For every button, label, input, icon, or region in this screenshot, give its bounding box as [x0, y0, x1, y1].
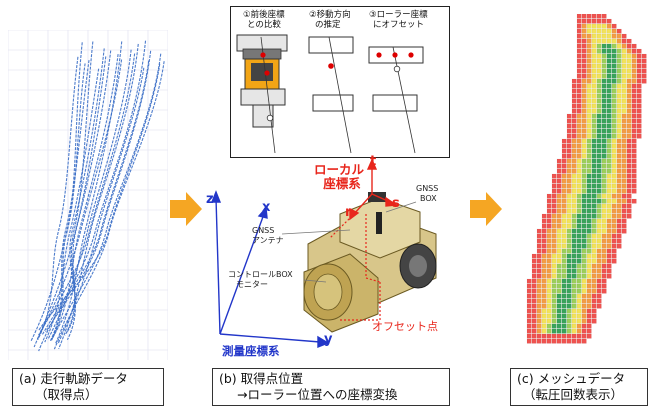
caption-c-line2: （転圧回数表示） [523, 387, 624, 402]
step1-label: ①前後座標 との比較 [243, 10, 285, 30]
caption-c-line1: (c) メッシュデータ [517, 371, 626, 386]
roller-machine-icon [303, 192, 437, 333]
gnss-antenna-label: GNSS アンテナ [252, 226, 284, 245]
survey-axes [210, 190, 330, 349]
axis-t-label: t [370, 154, 377, 169]
offset-guides [329, 214, 381, 322]
offset-roller-icon [368, 46, 424, 154]
mesh-cells [526, 14, 647, 344]
axis-r-label: r [345, 205, 352, 220]
control-box-label: コントロールBOX モニター [228, 270, 293, 289]
track-lines [30, 40, 165, 352]
axis-y-label: y [324, 332, 333, 347]
direction-estimate-icon [308, 36, 354, 154]
local-axes [349, 158, 398, 221]
survey-coord-label: 測量座標系 [222, 344, 280, 358]
arrow-right-icon [170, 192, 202, 226]
arrow-right-icon [470, 192, 502, 226]
caption-c: (c) メッシュデータ （転圧回数表示） [510, 368, 648, 406]
offset-point-label: オフセット点 [372, 320, 438, 333]
track-grid [8, 30, 168, 360]
local-coord-label: ローカル 座標系 [314, 162, 365, 191]
step2-label: ②移動方向 の推定 [309, 10, 351, 30]
caption-b: (b) 取得点位置 →ローラー位置への座標変換 [212, 368, 450, 406]
mesh-data-panel [512, 14, 652, 344]
gnss-box-label: GNSS BOX [416, 184, 439, 203]
mesh-heatmap [526, 14, 647, 344]
caption-b-line1: (b) 取得点位置 [219, 371, 304, 386]
axis-x-label: x [262, 200, 271, 215]
caption-a: (a) 走行軌跡データ （取得点） [12, 368, 164, 406]
caption-b-line2: →ローラー位置への座標変換 [237, 387, 398, 402]
step3-label: ③ローラー座標 にオフセット [369, 10, 428, 30]
caption-a-line2: （取得点） [35, 387, 98, 402]
steps-illustration [236, 34, 424, 154]
roller-top-view-icon [236, 34, 288, 154]
roller-coordinate-diagram [210, 158, 437, 349]
track-data-plot [8, 30, 168, 360]
track-data-panel [8, 30, 168, 360]
axis-z-label: z [206, 192, 214, 207]
caption-a-line1: (a) 走行軌跡データ [19, 371, 128, 386]
coordinate-steps-inset: ①前後座標 との比較 ②移動方向 の推定 ③ローラー座標 にオフセット [230, 6, 450, 158]
axis-s-label: s [392, 196, 400, 211]
